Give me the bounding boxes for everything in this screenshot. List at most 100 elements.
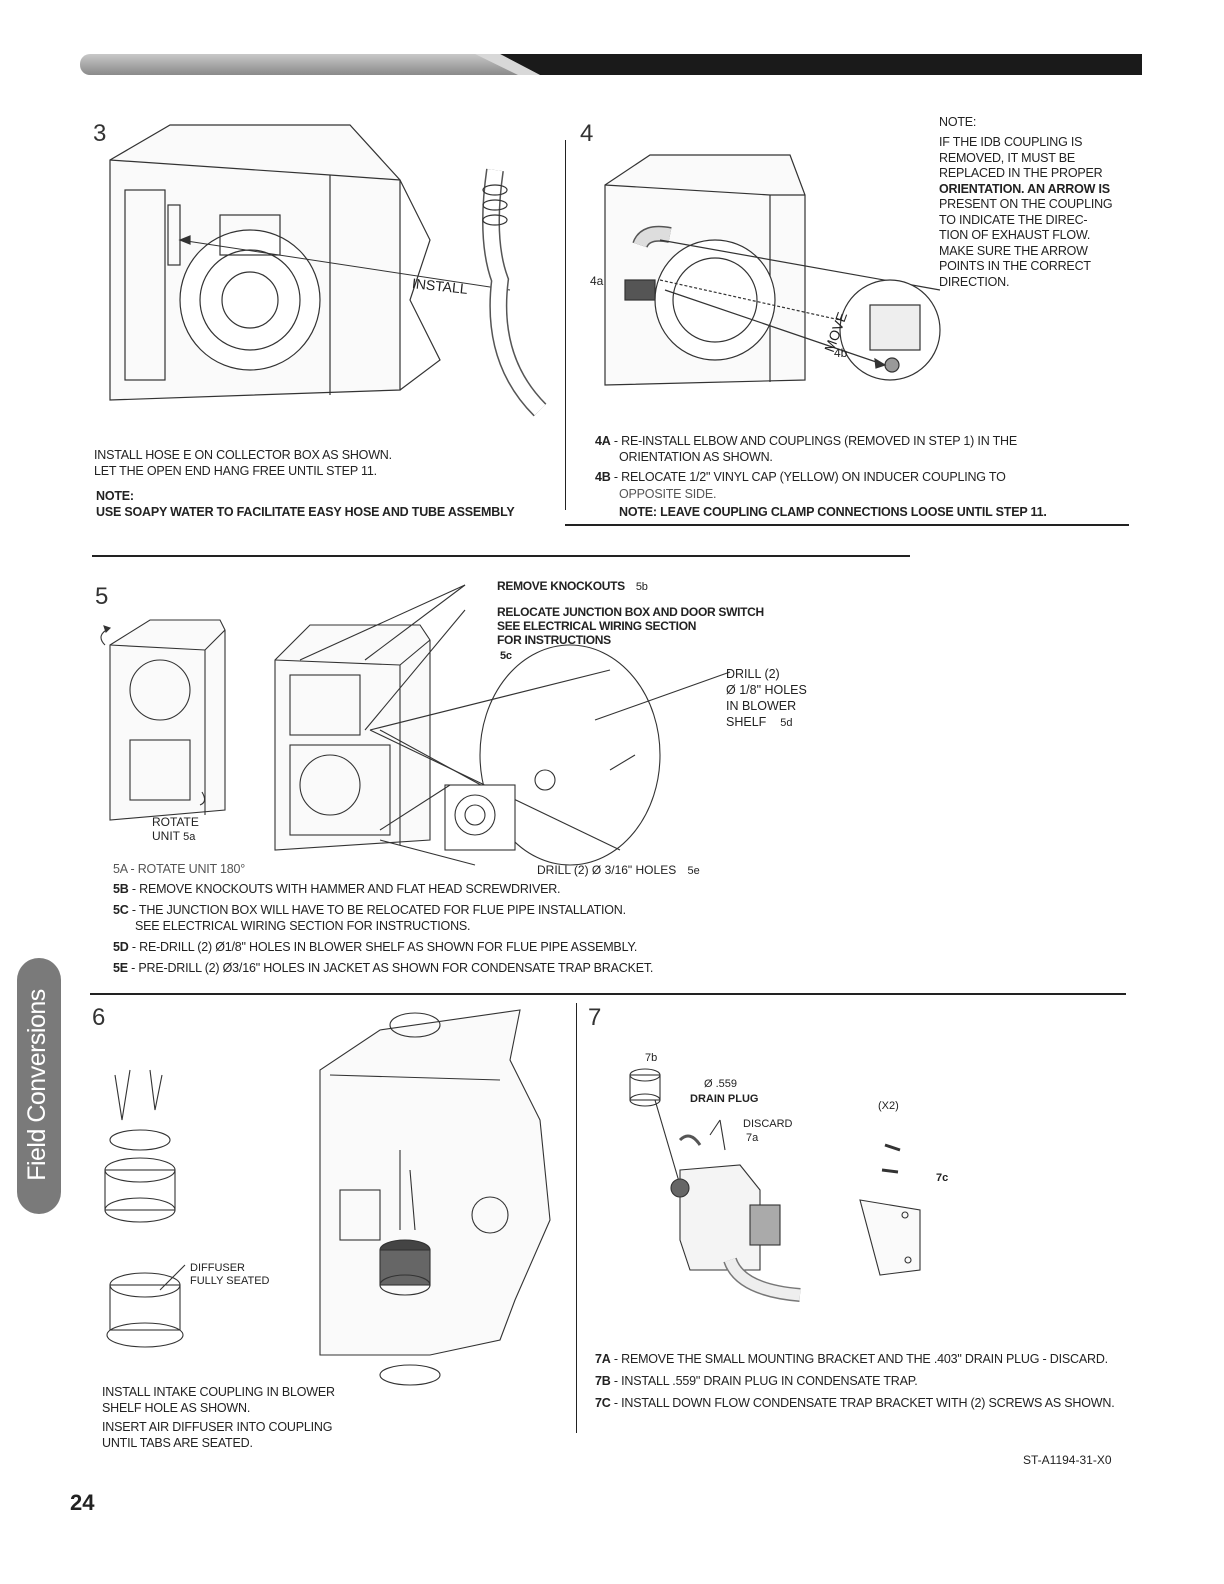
step-5-number: 5 [95, 583, 109, 610]
step-6-callout: DIFFUSER FULLY SEATED [190, 1262, 269, 1288]
step-5-line-label: 5b [113, 882, 129, 896]
step-5-drill-line: DRILL (2) [726, 667, 780, 681]
step-5-callout-relocate: RELOCATE JUNCTION BOX AND DOOR SWITCH SE… [497, 605, 764, 663]
step-6-text-line: INSTALL INTAKE COUPLING IN BLOWER [102, 1385, 335, 1399]
step-5-line-label: 5c [113, 903, 129, 917]
step-7-discard: DISCARD [743, 1118, 793, 1130]
step-4-label-4b: 4b [834, 346, 848, 360]
step-3-note-head: NOTE: [96, 489, 134, 503]
step-7-line-text: - INSTALL .559" DRAIN PLUG IN CONDENSATE… [613, 1374, 918, 1388]
step-4-note-line: TION OF EXHAUST FLOW. [939, 228, 1091, 242]
step-7-line: 7c - INSTALL DOWN FLOW CONDENSATE TRAP B… [595, 1392, 1115, 1414]
step-4-note-line: IF THE IDB COUPLING IS [939, 135, 1083, 149]
step-5-rotate-ref: 5a [183, 831, 196, 843]
step-7-line-text: - INSTALL DOWN FLOW CONDENSATE TRAP BRAC… [613, 1396, 1115, 1410]
step-5-line-text: SEE ELECTRICAL WIRING SECTION FOR INSTRU… [135, 919, 471, 933]
step-4-note-line: MAKE SURE THE ARROW [939, 243, 1088, 258]
step-5-line: SEE ELECTRICAL WIRING SECTION FOR INSTRU… [135, 918, 653, 934]
side-tab [17, 958, 61, 1214]
step-7-plug-size: Ø .559 [704, 1078, 738, 1090]
step-7-line: 7a - REMOVE THE SMALL MOUNTING BRACKET A… [595, 1348, 1114, 1370]
step-5-rotate-label: ROTATE UNIT 5a [152, 815, 199, 844]
divider-step-5-top [92, 555, 910, 557]
step-5-rotate-line-2: UNIT 5a [152, 829, 199, 844]
step-4-b-label: 4b [595, 470, 611, 484]
step-4-b-text-2: OPPOSITE SIDE. [619, 487, 717, 501]
divider-6-7 [576, 1003, 577, 1433]
step-4-diagram [604, 154, 941, 386]
step-4-a-text-2: ORIENTATION AS SHOWN. [619, 450, 773, 464]
step-4-b-text: - RELOCATE 1/2" VINYL CAP (YELLOW) ON IN… [613, 470, 1006, 484]
step-5-line: 5a - ROTATE UNIT 180° [113, 861, 653, 877]
step-5-drill-line: Ø 1/8" HOLES [726, 683, 807, 697]
step-5-drill-jacket-text: DRILL (2) Ø 3/16" HOLES [537, 863, 677, 877]
step-4-a-line: 4a - RE-INSTALL ELBOW AND COUPLINGS (REM… [595, 434, 1017, 450]
divider-3-4 [565, 140, 566, 510]
step-5-line: 5b - REMOVE KNOCKOUTS WITH HAMMER AND FL… [113, 881, 653, 897]
step-5-drill-jacket-ref: 5e [687, 865, 700, 877]
step-7-qty: (X2) [878, 1100, 899, 1112]
step-5-callout-drill-jacket: DRILL (2) Ø 3/16" HOLES 5e [537, 863, 700, 878]
step-7-line-text: - REMOVE THE SMALL MOUNTING BRACKET AND … [613, 1352, 1108, 1366]
step-4-a-text: - RE-INSTALL ELBOW AND COUPLINGS (REMOVE… [613, 434, 1017, 448]
step-4-note-head: NOTE: [939, 115, 977, 129]
step-4-note-line: DIRECTION. [939, 274, 1010, 289]
step-5-knockouts-text: REMOVE KNOCKOUTS [497, 579, 625, 593]
step-4-note-line: TO INDICATE THE DIREC- [939, 212, 1088, 227]
step-5-line-label: 5a [113, 862, 128, 876]
step-5-diagram [100, 584, 731, 866]
step-5-drill-line: SHELF 5d [726, 714, 807, 730]
step-4-note-line: POINTS IN THE CORRECT [939, 259, 1091, 273]
step-6-text-line: INSERT AIR DIFFUSER INTO COUPLING [102, 1420, 333, 1434]
step-5-knockouts-ref: 5b [635, 581, 648, 593]
step-4-b-line: 4b - RELOCATE 1/2" VINYL CAP (YELLOW) ON… [595, 470, 1006, 486]
step-4-note-bottom: NOTE: LEAVE COUPLING CLAMP CONNECTIONS L… [619, 505, 1047, 519]
step-5-rotate-line-1: ROTATE [152, 815, 199, 829]
step-5-callout-knockouts: REMOVE KNOCKOUTS 5b [497, 579, 648, 594]
step-4-note-line: ORIENTATION. AN ARROW IS [939, 181, 1110, 196]
step-5-line-text: - PRE-DRILL (2) Ø3/16" HOLES IN JACKET A… [131, 961, 654, 975]
step-6-text-line: SHELF HOLE AS SHOWN. [102, 1400, 251, 1415]
step-4-number: 4 [580, 120, 594, 147]
step-5-line: 5c - THE JUNCTION BOX WILL HAVE TO BE RE… [113, 902, 653, 918]
divider-step-4 [565, 524, 1129, 526]
step-5-drill-line: IN BLOWER [726, 699, 797, 713]
step-6-text: INSTALL INTAKE COUPLING IN BLOWER SHELF … [102, 1385, 335, 1451]
step-5-instructions: 5a - ROTATE UNIT 180° 5b - REMOVE KNOCKO… [113, 861, 653, 976]
step-5-line-label: 5e [113, 961, 128, 975]
step-5-drill-ref: 5d [780, 717, 793, 729]
step-7-number: 7 [588, 1004, 602, 1031]
step-5-line-text: - ROTATE UNIT 180° [130, 862, 246, 876]
page-number: 24 [70, 1490, 95, 1515]
step-3-diagram [109, 124, 547, 417]
step-7-diagram [629, 1068, 921, 1302]
step-5-rotate-unit: UNIT [152, 829, 180, 843]
step-5-line-text: - THE JUNCTION BOX WILL HAVE TO BE RELOC… [131, 903, 626, 917]
step-4-note-line: PRESENT ON THE COUPLING [939, 197, 1113, 211]
step-7-ref-7c: 7c [936, 1172, 949, 1184]
step-6-diagram [104, 1009, 551, 1386]
step-3-note-body: USE SOAPY WATER TO FACILITATE EASY HOSE … [96, 505, 515, 519]
step-5-drill-shelf: SHELF [726, 715, 767, 729]
step-5-line-text: - RE-DRILL (2) Ø1/8" HOLES IN BLOWER SHE… [131, 940, 638, 954]
step-5-relocate-line: SEE ELECTRICAL WIRING SECTION [497, 619, 697, 633]
step-5-line: 5e - PRE-DRILL (2) Ø3/16" HOLES IN JACKE… [113, 960, 653, 976]
step-4-a-label: 4a [595, 434, 611, 448]
step-5-line-label: 5d [113, 940, 129, 954]
step-6-callout-line-1: DIFFUSER [190, 1262, 245, 1274]
step-7-line-label: 7a [595, 1352, 611, 1366]
step-5-relocate-ref: 5c [500, 650, 512, 662]
side-tab-label: Field Conversions [23, 989, 51, 1181]
header-bar [80, 54, 1142, 75]
step-6-text-line: UNTIL TABS ARE SEATED. [102, 1435, 253, 1450]
step-5-line: 5d - RE-DRILL (2) Ø1/8" HOLES IN BLOWER … [113, 939, 653, 955]
step-7-ref-7b: 7b [645, 1052, 658, 1064]
step-3-number: 3 [93, 120, 107, 147]
step-4-note: IF THE IDB COUPLING IS REMOVED, IT MUST … [939, 135, 1113, 290]
step-7-line-label: 7b [595, 1374, 611, 1388]
step-5-relocate-line: RELOCATE JUNCTION BOX AND DOOR SWITCH [497, 605, 764, 619]
divider-step-5-bottom [90, 993, 1126, 995]
step-7-line-label: 7c [595, 1396, 611, 1410]
step-3-text-2: LET THE OPEN END HANG FREE UNTIL STEP 11… [94, 464, 377, 478]
step-4-note-line: REPLACED IN THE PROPER [939, 166, 1103, 180]
